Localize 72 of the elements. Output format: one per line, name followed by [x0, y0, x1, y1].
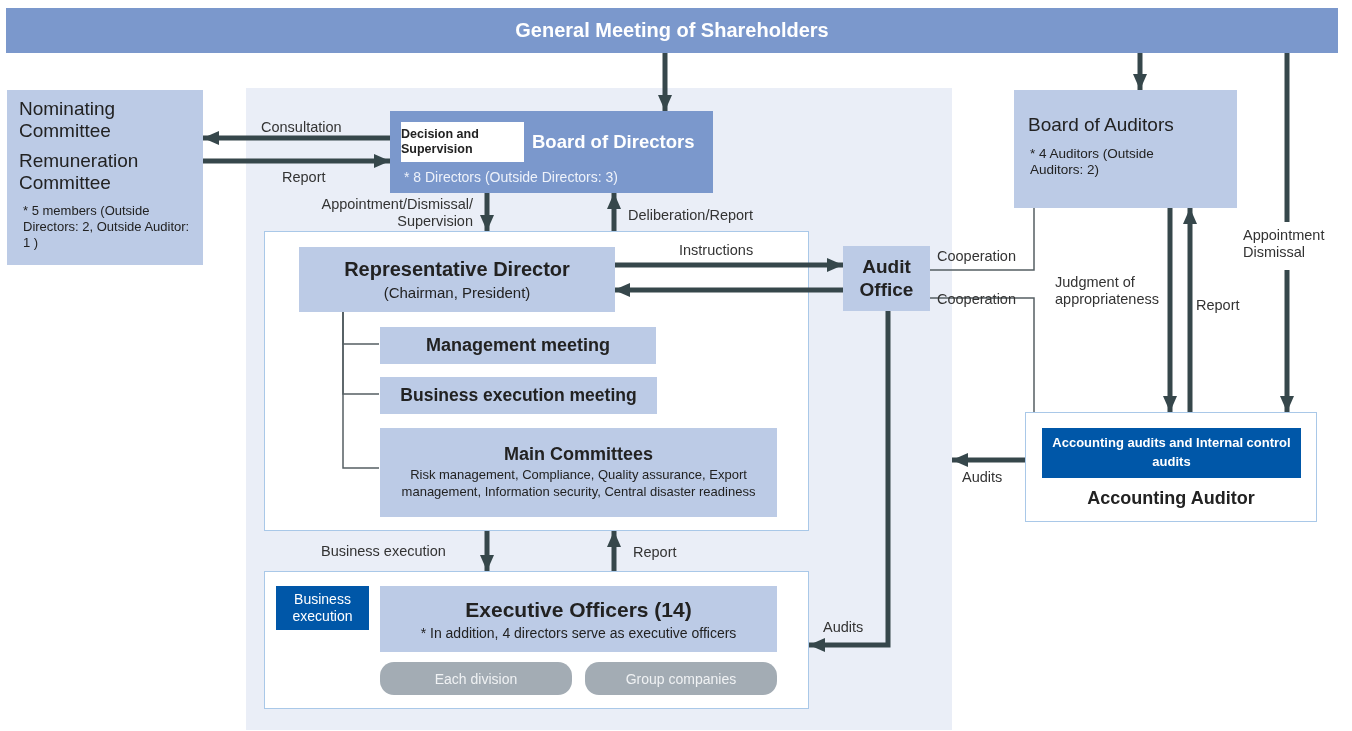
arrow: [480, 531, 494, 571]
arrow: [1133, 53, 1147, 90]
connector-line: [929, 297, 1035, 413]
box-subtitle: (Chairman, President): [383, 284, 531, 301]
role-tag: [276, 586, 369, 630]
label-text: Accounting Auditor: [1086, 488, 1256, 509]
role-tag: [401, 122, 524, 162]
process-box: [380, 428, 777, 517]
process-box: [299, 247, 615, 312]
edge-label: Report: [633, 544, 677, 561]
edge-label: Report: [1196, 297, 1240, 314]
committee-name: Nominating Committee: [19, 98, 117, 142]
process-box: [843, 246, 930, 311]
board-box: [390, 111, 713, 193]
arrow: [607, 531, 621, 571]
process-box: [1042, 428, 1301, 478]
unit-pill: [585, 662, 777, 695]
committee-box: [7, 90, 203, 265]
arrow: [1183, 208, 1197, 412]
member-note: * 4 Auditors (Outside Auditors: 2): [1029, 146, 1155, 179]
arrow: [614, 283, 843, 297]
arrow: [1280, 50, 1294, 415]
edge-label: Appointment Dismissal: [1243, 227, 1326, 261]
member-note: * 8 Directors (Outside Directors: 3): [404, 169, 618, 185]
heading-text: General Meeting of Shareholders: [515, 19, 829, 42]
arrow: [809, 311, 891, 652]
edge-label: Audits: [962, 469, 1003, 486]
label-text: Audit Office: [858, 255, 915, 302]
edge-label: Audits: [823, 619, 864, 636]
management-panel: [264, 231, 809, 531]
label-text: Business execution meeting: [400, 385, 637, 406]
connector-line: [342, 310, 380, 469]
auditors-box: [1014, 90, 1237, 208]
unit-pill: [380, 662, 572, 695]
committee-list: Risk management, Compliance, Quality assurance, Export management, Information security, Central disaster readiness: [380, 467, 777, 501]
edge-label: Appointment/Dismissal/ Supervision: [320, 196, 473, 230]
box-title: Executive Officers (14): [465, 597, 692, 622]
process-box: [380, 327, 656, 364]
box-title: Representative Director: [344, 258, 570, 281]
arrow: [952, 453, 1025, 467]
arrow: [607, 193, 621, 231]
edge-label: Deliberation/Report: [628, 207, 753, 224]
edge-label: Consultation: [261, 119, 342, 136]
label-text: Accounting audits and Internal control audits: [1051, 434, 1292, 471]
execution-panel: [264, 571, 809, 709]
arrow: [480, 193, 494, 231]
box-title: Board of Auditors: [1028, 114, 1175, 136]
box-title: Board of Directors: [532, 131, 695, 153]
edge-label: Judgment of appropriateness: [1055, 274, 1159, 309]
arrow: [203, 131, 390, 145]
process-box: [380, 586, 777, 652]
header-band: [6, 8, 1338, 53]
arrow: [658, 53, 672, 111]
box-note: * In addition, 4 directors serve as executive officers: [420, 624, 737, 641]
edge-label: Cooperation: [937, 248, 1016, 265]
edge-label: Business execution: [321, 543, 446, 560]
committee-name: Remuneration Committee: [19, 149, 140, 194]
process-box: [380, 377, 657, 414]
label-text: Business execution: [291, 590, 354, 626]
edge-label: Report: [282, 169, 326, 186]
connector-line: [929, 207, 1035, 271]
edge-label: Instructions: [679, 242, 754, 259]
label-text: Each division: [434, 670, 518, 687]
member-note: * 5 members (Outside Directors: 2, Outside Auditor: 1 ): [22, 203, 191, 251]
box-title: Main Committees: [504, 444, 653, 466]
auditor-box: [1025, 412, 1317, 522]
arrow: [614, 258, 843, 272]
label-text: Management meeting: [425, 335, 610, 356]
label-text: Decision and Supervision: [401, 127, 480, 157]
label-text: Group companies: [625, 670, 737, 687]
arrow: [203, 154, 390, 168]
arrow: [1163, 208, 1177, 412]
